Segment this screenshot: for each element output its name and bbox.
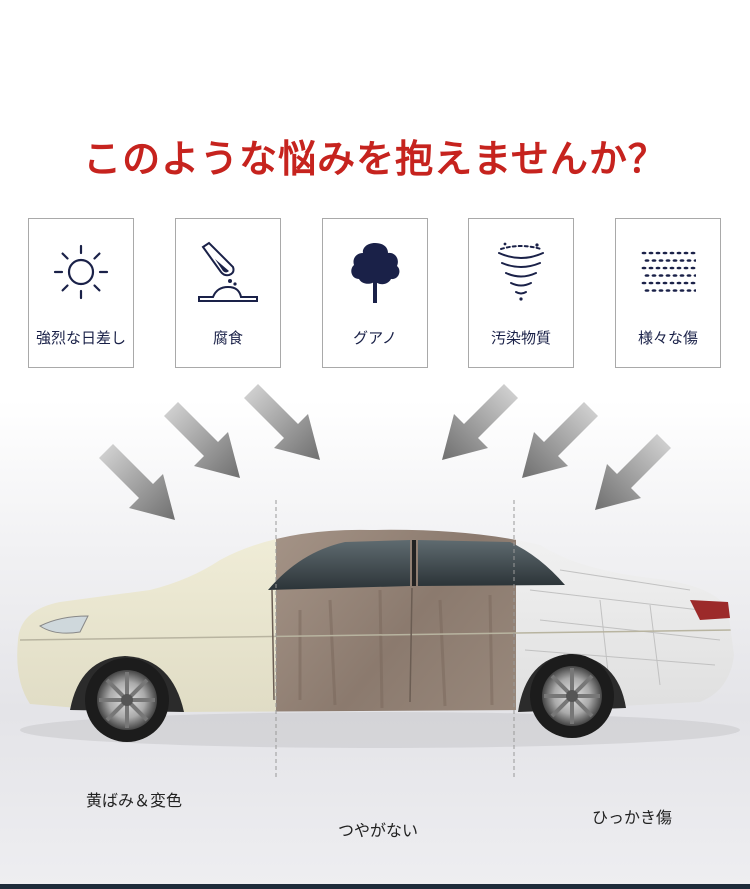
- card-label: 様々な傷: [637, 329, 698, 347]
- arrow-down-right-3: [244, 384, 320, 460]
- arrow-down-left-1: [442, 384, 518, 460]
- arrow-down-right-2: [164, 402, 240, 478]
- arrow-down-right-1: [99, 444, 175, 520]
- card-corrosion: 腐食: [175, 218, 281, 368]
- arrow-down-left-2: [522, 402, 598, 478]
- caption-yellowing: 黄ばみ＆変色: [86, 791, 183, 810]
- card-strong-sunlight: 強烈な日差し: [28, 218, 134, 368]
- card-various-scratches: 様々な傷: [615, 218, 721, 368]
- card-label: グアノ: [353, 329, 397, 347]
- headline: このような悩みを抱えませんか？: [83, 137, 667, 181]
- car-image: [17, 500, 740, 780]
- caption-scratches: ひっかき傷: [592, 808, 673, 827]
- card-guano: グアノ: [322, 218, 428, 368]
- card-label: 腐食: [212, 329, 243, 347]
- card-label: 汚染物質: [490, 329, 551, 347]
- caption-dull: つやがない: [338, 821, 419, 840]
- card-label: 強烈な日差し: [35, 329, 126, 347]
- card-pollutants: 汚染物質: [468, 218, 574, 368]
- corrosion-test-tube-icon: [176, 237, 280, 307]
- scratch-dots-icon: [616, 237, 720, 307]
- arrow-down-left-3: [595, 434, 671, 510]
- tornado-icon: [469, 237, 573, 307]
- bottom-strip: [0, 884, 750, 889]
- tree-icon: [323, 237, 427, 307]
- sun-icon: [29, 237, 133, 307]
